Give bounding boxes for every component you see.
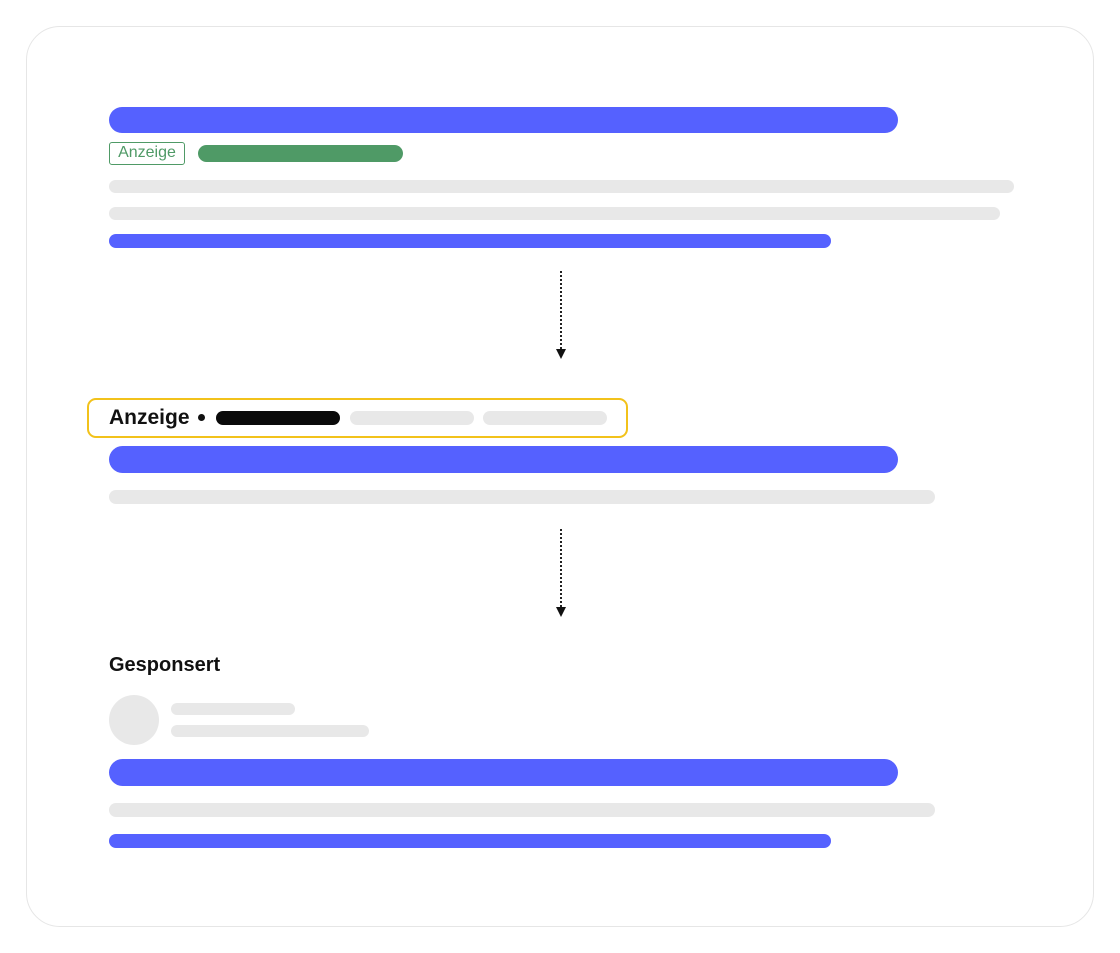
ad-label-bold: Anzeige <box>109 406 190 429</box>
ad-label-tag: Anzeige <box>109 142 185 165</box>
ad-description-line <box>109 803 935 817</box>
site-url-bar <box>171 725 369 737</box>
ad-description-line-2 <box>109 207 1000 220</box>
ad-url-bar <box>198 145 403 162</box>
site-name-bar <box>171 703 295 715</box>
ad-url-segment-1 <box>350 411 474 425</box>
sponsored-label: Gesponsert <box>109 654 221 676</box>
favicon-placeholder <box>109 695 159 745</box>
ad-title-bar <box>109 446 898 473</box>
ad-title-bar <box>109 759 898 786</box>
down-arrow-icon <box>554 271 568 361</box>
ad-sitelinks-bar <box>109 234 831 248</box>
ad-description-line <box>109 490 935 504</box>
ad-label-highlight <box>87 398 628 438</box>
ad-title-bar <box>109 107 898 133</box>
ad-description-line-1 <box>109 180 1014 193</box>
ad-url-segment-2 <box>483 411 607 425</box>
diagram-frame <box>26 26 1094 927</box>
ad-sitelinks-bar <box>109 834 831 848</box>
down-arrow-icon <box>554 529 568 619</box>
ad-domain-bar <box>216 411 340 425</box>
separator-dot <box>198 414 205 421</box>
